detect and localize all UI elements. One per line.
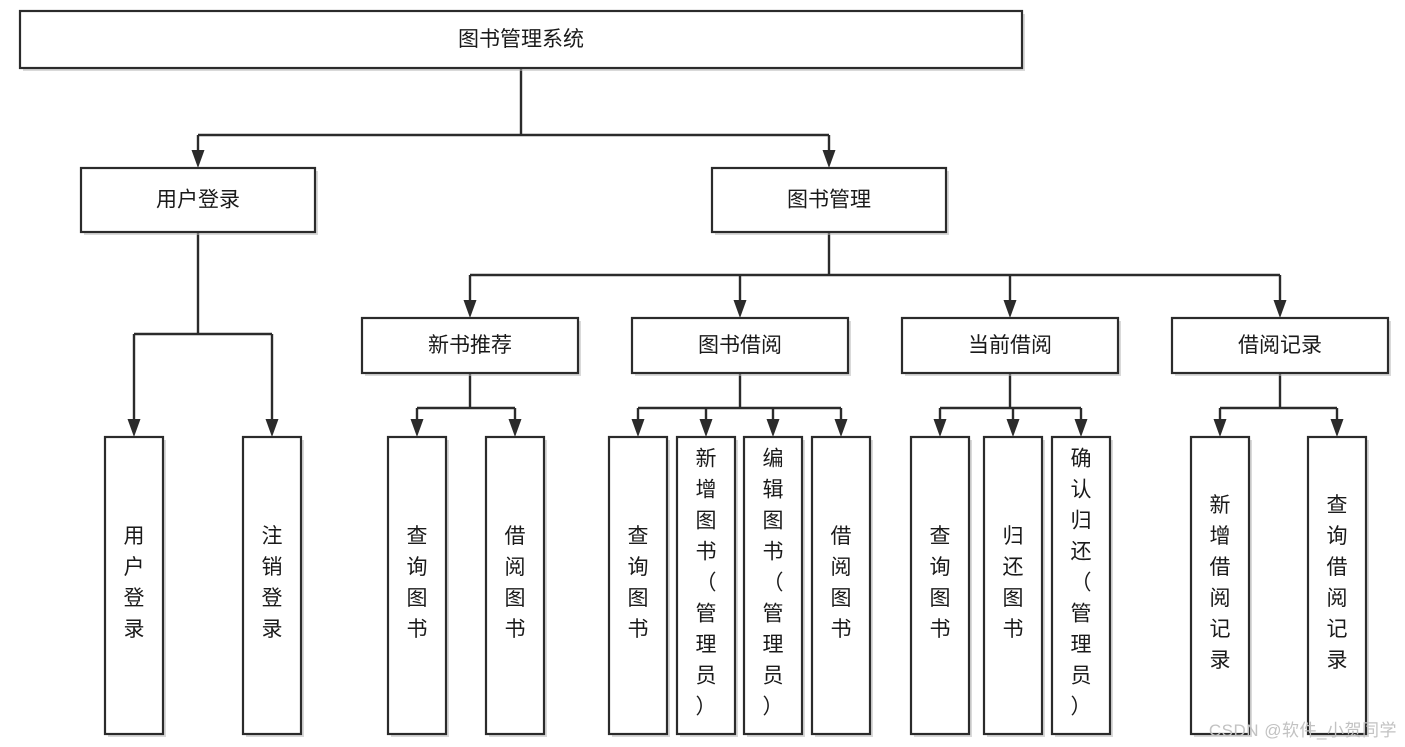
node-label: 新增借阅记录 <box>1210 494 1231 672</box>
node-leaf-query-book-3[interactable]: 查询图书 <box>909 435 972 737</box>
node-label: 借阅记录 <box>1238 334 1322 357</box>
node-box[interactable] <box>810 435 872 736</box>
node-label: 用户登录 <box>156 189 240 212</box>
node-label: 归还图书 <box>1003 525 1024 641</box>
node-box[interactable] <box>1189 435 1251 736</box>
node-label: 新书推荐 <box>428 334 512 357</box>
node-leaf-add-record[interactable]: 新增借阅记录 <box>1189 435 1252 737</box>
node-box[interactable] <box>710 166 948 234</box>
node-box[interactable] <box>607 435 669 736</box>
csdn-watermark: CSDN @软件_小贺同学 <box>1208 721 1397 740</box>
node-records[interactable]: 借阅记录 <box>1170 316 1391 376</box>
node-leaf-confirm-return[interactable]: 确认归还（管理员） <box>1050 435 1113 737</box>
node-label: 图书管理 <box>787 189 871 212</box>
connector-root-to-level2 <box>191 68 836 168</box>
node-box[interactable] <box>386 435 448 736</box>
node-label: 编辑图书（管理员） <box>763 448 784 719</box>
node-bookmgmt[interactable]: 图书管理 <box>710 166 949 235</box>
node-leaf-add-book[interactable]: 新增图书（管理员） <box>675 435 738 737</box>
node-box[interactable] <box>675 435 737 736</box>
node-box[interactable] <box>484 435 546 736</box>
node-label: 借阅图书 <box>505 525 526 641</box>
connector-records-to-leaves <box>1213 373 1344 437</box>
connector-bookmgmt-to-level3 <box>463 232 1287 318</box>
node-leaf-user-logout[interactable]: 注销登录 <box>241 435 304 737</box>
node-box[interactable] <box>900 316 1120 375</box>
node-label: 查询图书 <box>407 525 428 641</box>
node-box[interactable] <box>1050 435 1112 736</box>
node-label: 当前借阅 <box>968 334 1052 357</box>
node-root[interactable]: 图书管理系统 <box>18 9 1025 71</box>
node-box[interactable] <box>103 435 165 736</box>
node-label: 查询图书 <box>628 525 649 641</box>
node-box[interactable] <box>630 316 850 375</box>
node-label: 图书管理系统 <box>458 28 584 51</box>
node-box[interactable] <box>982 435 1044 736</box>
node-newbook[interactable]: 新书推荐 <box>360 316 581 376</box>
node-label: 注销登录 <box>262 525 283 641</box>
node-leaf-return-book[interactable]: 归还图书 <box>982 435 1045 737</box>
node-leaf-edit-book[interactable]: 编辑图书（管理员） <box>742 435 805 737</box>
node-box[interactable] <box>241 435 303 736</box>
node-login[interactable]: 用户登录 <box>79 166 318 235</box>
node-box[interactable] <box>742 435 804 736</box>
node-label: 查询图书 <box>930 525 951 641</box>
node-box[interactable] <box>18 9 1024 70</box>
node-box[interactable] <box>360 316 580 375</box>
node-label: 图书借阅 <box>698 334 782 357</box>
node-label: 借阅图书 <box>831 525 852 641</box>
node-leaf-query-book-2[interactable]: 查询图书 <box>607 435 670 737</box>
connector-login-to-leaves <box>127 232 279 437</box>
node-box[interactable] <box>1170 316 1390 375</box>
node-label: 用户登录 <box>124 525 145 641</box>
node-label: 查询借阅记录 <box>1327 494 1348 672</box>
connector-current-to-leaves <box>933 373 1088 437</box>
connector-borrow-to-leaves <box>631 373 848 437</box>
node-current[interactable]: 当前借阅 <box>900 316 1121 376</box>
node-leaf-user-login[interactable]: 用户登录 <box>103 435 166 737</box>
node-leaf-query-record[interactable]: 查询借阅记录 <box>1306 435 1369 737</box>
node-box[interactable] <box>1306 435 1368 736</box>
node-box[interactable] <box>909 435 971 736</box>
node-label: 新增图书（管理员） <box>696 448 717 719</box>
node-leaf-borrow-book-2[interactable]: 借阅图书 <box>810 435 873 737</box>
connector-newbook-to-leaves <box>410 373 522 437</box>
node-leaf-borrow-book-1[interactable]: 借阅图书 <box>484 435 547 737</box>
node-box[interactable] <box>79 166 317 234</box>
connector-layer <box>127 68 1344 437</box>
node-leaf-query-book-1[interactable]: 查询图书 <box>386 435 449 737</box>
node-layer: 图书管理系统用户登录图书管理新书推荐图书借阅当前借阅借阅记录用户登录注销登录查询… <box>18 9 1391 737</box>
node-borrow[interactable]: 图书借阅 <box>630 316 851 376</box>
node-label: 确认归还（管理员） <box>1071 448 1092 719</box>
